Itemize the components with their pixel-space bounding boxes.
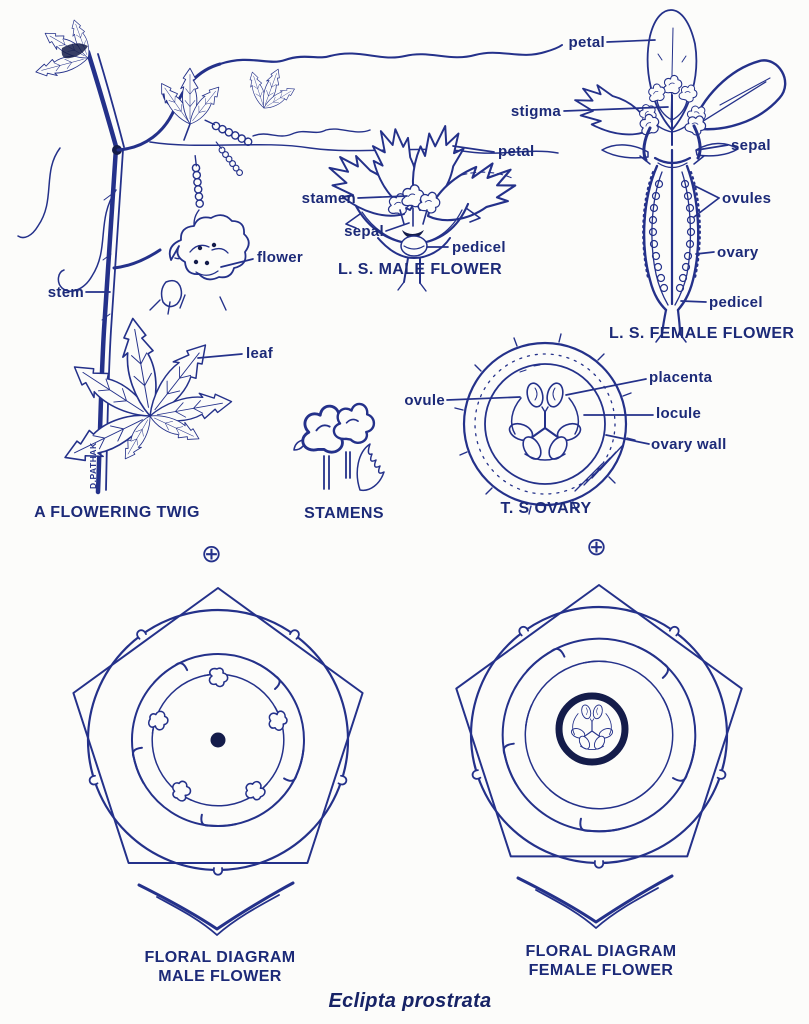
- label-male-sepal: sepal: [344, 223, 384, 240]
- label-female-sepal: sepal: [731, 137, 771, 154]
- caption-floral-male-line2: MALE FLOWER: [158, 967, 282, 985]
- label-female-petal: petal: [568, 34, 605, 51]
- stamens-drawing: [293, 399, 385, 492]
- label-male-pedicel: pedicel: [452, 239, 506, 256]
- label-female-ovary: ovary: [717, 244, 759, 261]
- label-female-pedicel: pedicel: [709, 294, 763, 311]
- leader-lines: [85, 39, 729, 445]
- label-male-petal: petal: [498, 143, 535, 160]
- label-locule: locule: [656, 405, 702, 422]
- label-female-ovules: ovules: [722, 190, 772, 207]
- flowering-twig-drawing: D.PATHAK: [17, 17, 563, 495]
- caption-floral-male: FLORAL DIAGRAM MALE FLOWER: [127, 949, 313, 987]
- label-leaf: leaf: [246, 345, 274, 362]
- label-ovule: ovule: [404, 392, 445, 409]
- caption-floral-female: FLORAL DIAGRAM FEMALE FLOWER: [508, 943, 694, 981]
- caption-male-flower: L. S. MALE FLOWER: [337, 261, 503, 278]
- ts-ovary-drawing: [454, 333, 636, 515]
- label-ovary-wall: ovary wall: [651, 436, 727, 453]
- label-female-stigma: stigma: [510, 103, 561, 120]
- caption-stamens: STAMENS: [304, 505, 384, 522]
- caption-floral-male-line1: FLORAL DIAGRAM: [144, 949, 296, 966]
- species-title: Eclipta prostrata: [328, 990, 492, 1012]
- caption-flowering-twig: A FLOWERING TWIG: [34, 504, 200, 521]
- actinomorphic-symbol-female: ⊕: [586, 533, 607, 561]
- caption-floral-female-line2: FEMALE FLOWER: [528, 961, 674, 979]
- caption-floral-female-line1: FLORAL DIAGRAM: [525, 943, 677, 960]
- actinomorphic-symbol-male: ⊕: [201, 540, 222, 568]
- caption-female-flower: L. S. FEMALE FLOWER: [609, 325, 795, 342]
- floral-diagram-male-drawing: [72, 587, 364, 876]
- label-flower: flower: [257, 249, 303, 266]
- female-flower-ls-drawing: [567, 9, 797, 343]
- label-male-stamen: stamen: [301, 190, 356, 207]
- label-placenta: placenta: [649, 369, 713, 386]
- bract-female: [516, 874, 674, 930]
- bract-male: [137, 881, 295, 937]
- artist-signature: D.PATHAK: [88, 442, 98, 489]
- label-stem: stem: [47, 284, 84, 301]
- floral-diagram-female-drawing: [455, 584, 743, 869]
- caption-ts-ovary: T. S OVARY: [500, 500, 592, 517]
